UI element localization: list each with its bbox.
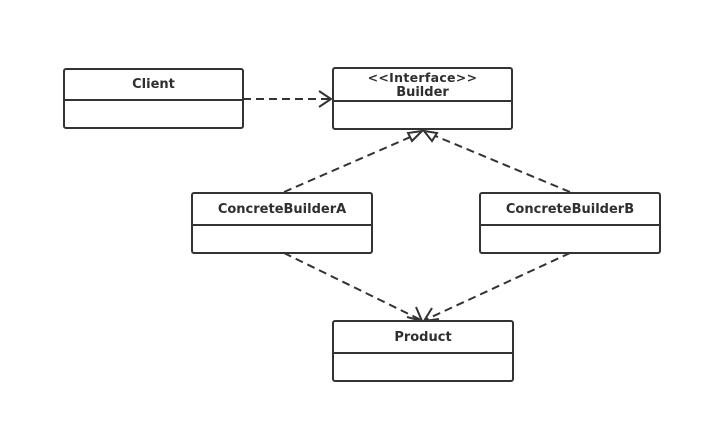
concrete-builder-b-name: ConcreteBuilderB xyxy=(505,201,635,217)
product-class-body xyxy=(334,354,512,380)
concrete-builder-a-name: ConcreteBuilderA xyxy=(217,201,347,217)
realization-triangle-icon xyxy=(406,129,425,143)
product-class-header: Product xyxy=(334,322,512,354)
builder-interface-name: Builder xyxy=(396,84,449,100)
builder-a-realization-line xyxy=(283,134,416,193)
builder-interface-body xyxy=(334,102,511,128)
realization-triangle-icon xyxy=(421,129,439,143)
product-class-name: Product xyxy=(394,329,452,345)
product-class-box: Product xyxy=(332,320,514,382)
dependency-arrowhead-icon xyxy=(318,90,333,108)
concrete-builder-a-header: ConcreteBuilderA xyxy=(193,194,371,226)
interface-stereotype: <<Interface>> xyxy=(367,69,478,85)
client-class-box: Client xyxy=(63,68,244,129)
builder-b-realization-line xyxy=(432,134,571,193)
client-class-header: Client xyxy=(65,70,242,101)
builder-b-product-dependency-line xyxy=(424,252,571,321)
concrete-builder-b-header: ConcreteBuilderB xyxy=(481,194,659,226)
builder-a-product-dependency-line xyxy=(283,252,422,321)
client-class-name: Client xyxy=(132,77,175,92)
concrete-builder-b-class-box: ConcreteBuilderB xyxy=(479,192,661,254)
concrete-builder-b-body xyxy=(481,226,659,252)
builder-interface-box: <<Interface>> Builder xyxy=(332,67,513,130)
concrete-builder-a-class-box: ConcreteBuilderA xyxy=(191,192,373,254)
client-class-body xyxy=(65,101,242,127)
concrete-builder-a-body xyxy=(193,226,371,252)
builder-interface-header: <<Interface>> Builder xyxy=(334,69,511,102)
